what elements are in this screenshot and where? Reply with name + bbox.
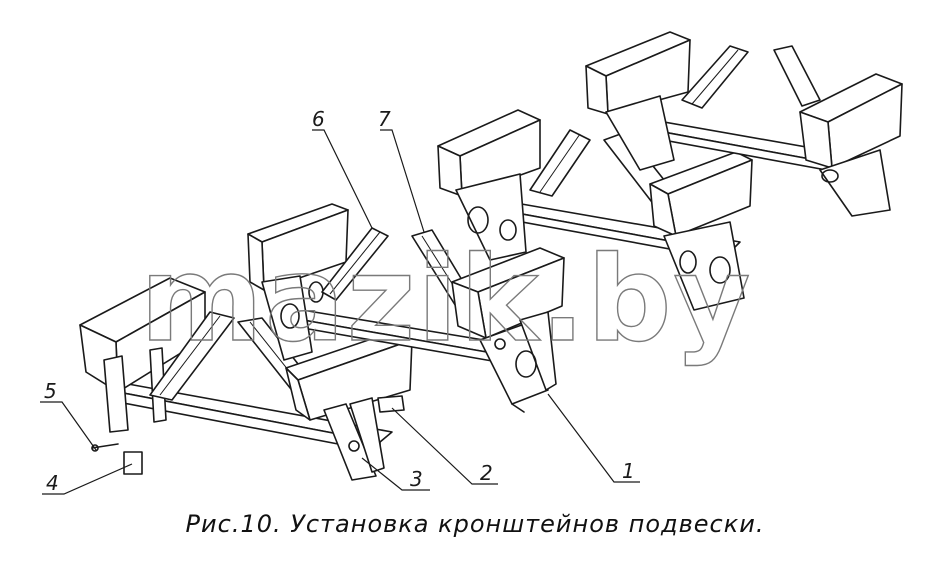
bracket-assembly-front	[79, 277, 413, 481]
bracket-assembly-rear-middle	[437, 109, 753, 311]
watermark-text: mazik.by	[140, 230, 752, 368]
callout-7: 7	[378, 107, 391, 131]
bracket-assembly-middle	[247, 203, 565, 413]
callout-6: 6	[312, 107, 325, 131]
callout-3: 3	[410, 467, 423, 491]
bracket-assembly-rear	[585, 31, 903, 217]
callout-2: 2	[480, 461, 493, 485]
callout-leaders	[40, 129, 640, 495]
figure-caption: Рис.10. Установка кронштейнов подвески.	[185, 510, 765, 538]
callout-1: 1	[622, 459, 635, 483]
callout-4: 4	[46, 471, 59, 495]
callout-5: 5	[44, 379, 57, 403]
